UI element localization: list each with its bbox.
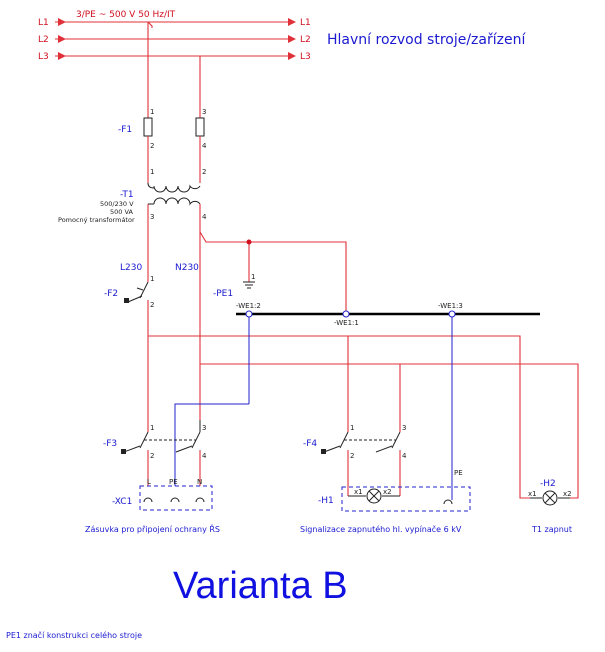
footer-note: PE1 značí konstrukci celého stroje <box>6 630 142 640</box>
f3-pin-2: 2 <box>150 452 154 460</box>
earth-symbol <box>243 281 255 289</box>
f3-pin-3: 3 <box>202 424 206 432</box>
breaker-f3 <box>121 420 201 486</box>
variant-title: Varianta B <box>173 565 348 607</box>
fuse-f1 <box>143 117 205 183</box>
distribution-wiring <box>148 317 579 500</box>
t1-rating-voltage: 500/230 V <box>100 200 134 208</box>
f4-pin-4: 4 <box>402 452 407 460</box>
f1-tag: -F1 <box>118 125 132 135</box>
f3-pin-4: 4 <box>202 452 207 460</box>
h1-pe-label: PE <box>454 469 463 477</box>
supply-spec: 3/PE ~ 500 V 50 Hz/IT <box>76 10 176 20</box>
h2-pin-x1: x1 <box>528 490 537 498</box>
t1-pin-3: 3 <box>150 213 154 221</box>
f1-pin-4: 4 <box>202 142 207 150</box>
f3-pin-1: 1 <box>150 424 154 432</box>
t1-rating-power: 500 VA <box>110 208 134 216</box>
f2-tag: -F2 <box>104 289 118 299</box>
transformer-t1 <box>147 182 201 210</box>
f4-pin-1: 1 <box>350 424 354 432</box>
h1-pin-x1: x1 <box>354 488 363 496</box>
pe1-pin-1: 1 <box>251 273 255 281</box>
net-l230: L230 <box>120 263 142 273</box>
bus-label-left-l1: L1 <box>38 18 49 28</box>
f1-pin-2: 2 <box>150 142 154 150</box>
main-title: Hlavní rozvod stroje/zařízení <box>327 32 526 48</box>
h2-tag: -H2 <box>540 479 556 489</box>
t1-description: Pomocný transformátor <box>58 216 135 224</box>
pe1-tag: -PE1 <box>213 289 233 299</box>
f1-pin-3: 3 <box>202 108 206 116</box>
t1-pin-1: 1 <box>150 168 154 176</box>
pe-bar <box>236 310 540 318</box>
xc1-terminal-n: N <box>197 478 202 486</box>
bus-label-right-l3: L3 <box>300 52 311 62</box>
t1-pin-2: 2 <box>202 168 206 176</box>
t1-pin-4: 4 <box>202 213 207 221</box>
f3-tag: -F3 <box>103 439 117 449</box>
h1-pin-x2: x2 <box>383 488 392 496</box>
t1-tag: -T1 <box>120 190 134 200</box>
bus-label-right-l2: L2 <box>300 35 311 45</box>
bus-label-left-l3: L3 <box>38 52 49 62</box>
we1-2-label: -WE1:2 <box>236 302 261 310</box>
net-n230: N230 <box>175 263 199 273</box>
f4-tag: -F4 <box>303 439 317 449</box>
main-bus <box>55 18 296 60</box>
xc1-terminal-l: L <box>147 478 151 486</box>
f4-pin-3: 3 <box>402 424 406 432</box>
lamp-h1 <box>341 486 471 512</box>
socket-xc1 <box>139 485 213 511</box>
h2-caption: T1 zapnut <box>531 525 572 534</box>
we1-3-label: -WE1:3 <box>438 302 463 310</box>
f4-pin-2: 2 <box>350 452 354 460</box>
xc1-tag: -XC1 <box>112 497 132 507</box>
f1-drops <box>147 21 201 118</box>
we1-1-label: -WE1:1 <box>334 319 359 327</box>
f1-pin-1: 1 <box>150 108 154 116</box>
h2-pin-x2: x2 <box>563 490 572 498</box>
h1-caption: Signalizace zapnutého hl. vypínače 6 kV <box>300 524 462 534</box>
bus-label-right-l1: L1 <box>300 18 311 28</box>
secondary-wiring <box>147 210 347 420</box>
f2-pin-1: 1 <box>150 275 154 283</box>
xc1-caption: Zásuvka pro připojení ochrany ŘS <box>85 524 220 534</box>
f2-pin-2: 2 <box>150 301 154 309</box>
h1-tag: -H1 <box>318 496 334 506</box>
bus-label-left-l2: L2 <box>38 35 49 45</box>
xc1-terminal-pe: PE <box>169 478 178 486</box>
breaker-f4 <box>321 420 401 496</box>
breaker-f2 <box>124 281 149 420</box>
lamp-h2 <box>530 490 570 506</box>
